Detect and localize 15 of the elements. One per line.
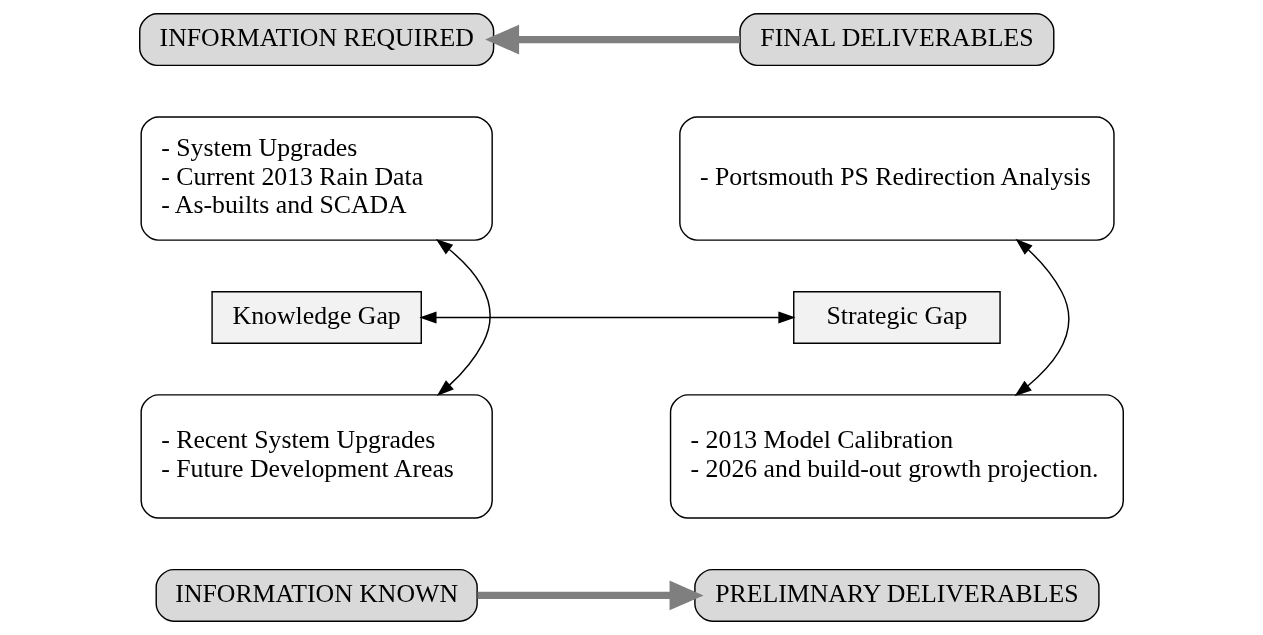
- node-box: - Recent System Upgrades - Future Development Areas: [140, 394, 493, 519]
- node-box: FINAL DELIVERABLES: [739, 13, 1055, 67]
- node-box: INFORMATION KNOWN: [155, 568, 478, 622]
- node-box: PRELIMNARY DELIVERABLES: [694, 568, 1100, 622]
- arrow: [1014, 238, 1070, 397]
- node-box: - System Upgrades - Current 2013 Rain Data - As-builts and SCADA: [140, 116, 493, 241]
- node-box: INFORMATION REQUIRED: [139, 13, 495, 67]
- arrow: [485, 24, 740, 55]
- node-box: - Portsmouth PS Redirection Analysis: [679, 116, 1115, 241]
- arrow: [435, 239, 491, 396]
- arrow: [419, 311, 796, 324]
- node-box: - 2013 Model Calibration - 2026 and build-out growth projection.: [669, 394, 1124, 519]
- arrow: [477, 580, 704, 611]
- node-box: Strategic Gap: [793, 291, 1001, 344]
- node-box: Knowledge Gap: [211, 291, 422, 344]
